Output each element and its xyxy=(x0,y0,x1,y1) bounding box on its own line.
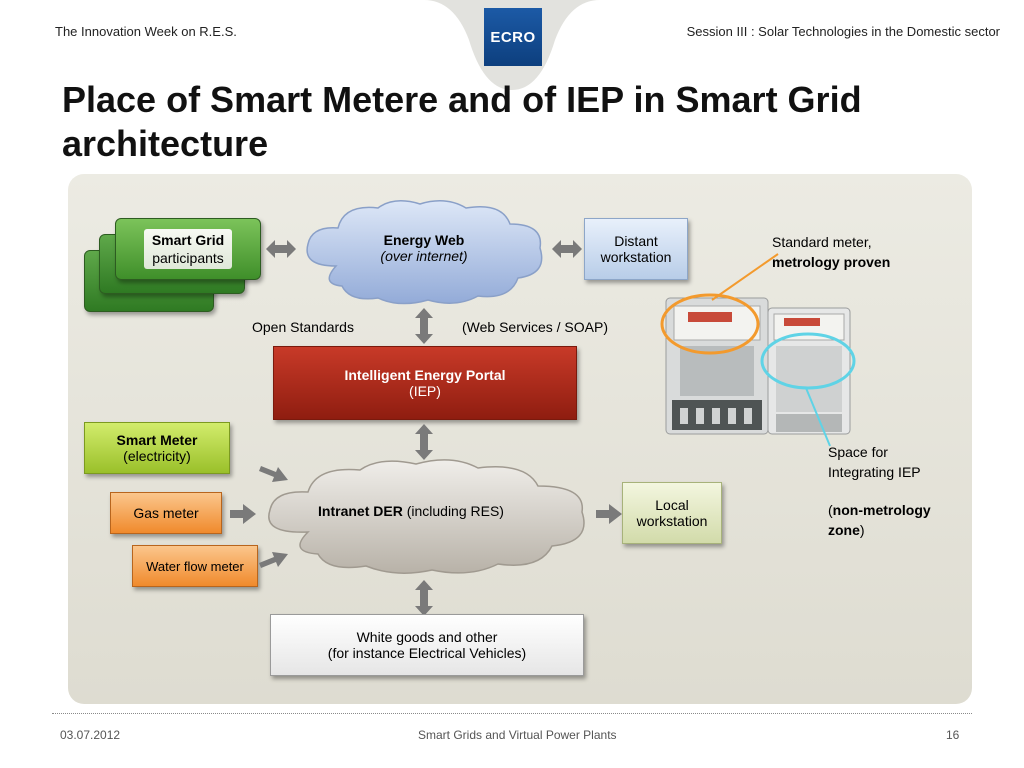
arrow-smartmeter-intranet xyxy=(259,466,288,482)
ecro-logo: ECRO xyxy=(484,8,542,66)
double-arrow-intranet-whitegoods xyxy=(415,580,433,616)
intranet-der-text: Intranet DER (including RES) xyxy=(286,503,536,519)
energy-web-text: Energy Web (over internet) xyxy=(346,232,502,264)
white-goods-box: White goods and other (for instance Elec… xyxy=(270,614,584,676)
space-line1: Space for xyxy=(828,444,888,460)
double-arrow-energyweb-distant xyxy=(552,240,582,258)
double-arrow-iep-intranet xyxy=(415,424,433,460)
iep-box: Intelligent Energy Portal (IEP) xyxy=(273,346,577,420)
header-session-title: Session III : Solar Technologies in the … xyxy=(686,24,1000,39)
water-meter-box: Water flow meter xyxy=(132,545,258,587)
standard-meter-line2: metrology proven xyxy=(772,254,891,270)
double-arrow-smartgrid-energyweb xyxy=(266,240,296,258)
logo-text: ECRO xyxy=(490,28,536,46)
smart-grid-label-panel: Smart Grid participants xyxy=(143,229,233,269)
slide-title: Place of Smart Metere and of IEP in Smar… xyxy=(62,79,862,164)
smart-meter-subtitle: (electricity) xyxy=(123,448,191,464)
white-goods-line1: White goods and other xyxy=(356,629,498,645)
double-arrow-energyweb-iep xyxy=(415,308,433,344)
header-event-title: The Innovation Week on R.E.S. xyxy=(55,24,237,39)
open-standards-label: Open Standards xyxy=(252,319,354,335)
space-line2: Integrating IEP xyxy=(828,464,921,480)
gas-meter-label: Gas meter xyxy=(133,505,199,521)
footer-date: 03.07.2012 xyxy=(60,728,121,742)
footer-title: Smart Grids and Virtual Power Plants xyxy=(418,728,617,742)
footer-divider xyxy=(52,713,972,714)
energy-web-cloud xyxy=(306,200,543,305)
smart-grid-title: Smart Grid xyxy=(151,232,225,248)
arrow-water-intranet xyxy=(259,552,288,568)
iep-subtitle: (IEP) xyxy=(409,383,441,399)
arrow-intranet-local xyxy=(596,504,622,524)
smart-meter-box: Smart Meter (electricity) xyxy=(84,422,230,474)
iep-space-callout xyxy=(760,332,856,447)
distant-workstation-box: Distant workstation xyxy=(584,218,688,280)
smart-meter-title: Smart Meter xyxy=(116,432,198,448)
iep-title: Intelligent Energy Portal xyxy=(344,367,506,383)
smart-grid-participants-box: Smart Grid participants xyxy=(115,218,261,280)
intranet-der-title: Intranet DER xyxy=(318,503,403,519)
smart-grid-subtitle: participants xyxy=(152,250,224,266)
standard-meter-line1: Standard meter, xyxy=(772,234,872,250)
space-paren-close: ) xyxy=(859,522,865,538)
intranet-der-cloud xyxy=(268,459,585,574)
water-meter-label: Water flow meter xyxy=(146,558,244,574)
local-workstation-line2: workstation xyxy=(636,513,708,529)
gas-meter-box: Gas meter xyxy=(110,492,222,534)
space-for-iep-label: Space for Integrating IEP (non-metrology… xyxy=(828,442,931,540)
space-bold2: zone xyxy=(828,522,860,538)
energy-web-subtitle: (over internet) xyxy=(380,248,468,264)
standard-meter-image xyxy=(665,297,769,435)
space-paren-open: ( xyxy=(828,502,833,518)
distant-workstation-line2: workstation xyxy=(600,249,672,265)
local-workstation-line1: Local xyxy=(655,497,689,513)
distant-workstation-line1: Distant xyxy=(614,233,658,249)
energy-web-title: Energy Web xyxy=(383,232,465,248)
web-services-label: (Web Services / SOAP) xyxy=(462,319,609,335)
local-workstation-box: Local workstation xyxy=(622,482,722,544)
space-bold: non-metrology xyxy=(832,502,931,518)
arrow-gas-intranet xyxy=(230,504,256,524)
footer-page-number: 16 xyxy=(946,728,960,742)
intranet-der-subtitle: (including RES) xyxy=(402,503,504,519)
standard-meter-label: Standard meter, metrology proven xyxy=(772,232,890,272)
standard-meter-callout xyxy=(660,253,779,355)
white-goods-line2: (for instance Electrical Vehicles) xyxy=(327,645,527,661)
